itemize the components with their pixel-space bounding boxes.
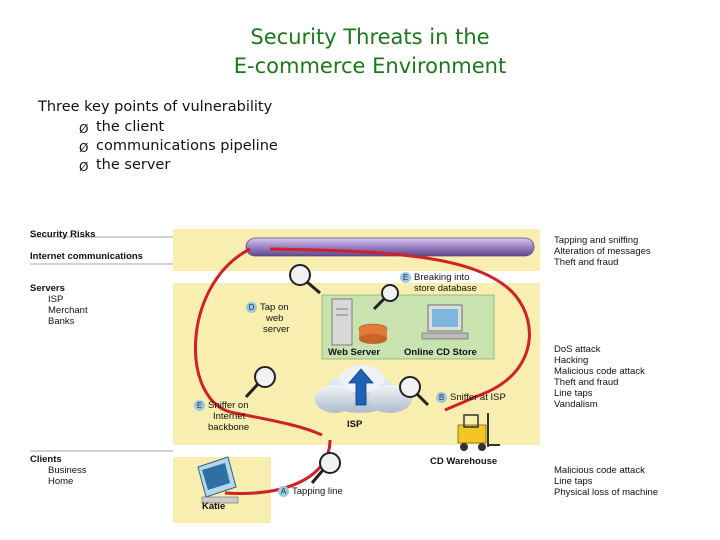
callout-d-tap-line2: web bbox=[266, 313, 284, 324]
magnifier-icon bbox=[244, 366, 276, 399]
label-katie: Katie bbox=[202, 501, 226, 512]
label-server-merchant: Merchant bbox=[48, 305, 88, 316]
callout-e-backbone-line2: Internet bbox=[213, 411, 246, 422]
risk-server-2: Hacking bbox=[554, 355, 589, 366]
magnifier-icon bbox=[372, 284, 399, 311]
risk-server-5: Line taps bbox=[554, 388, 593, 399]
label-clients: Clients bbox=[30, 454, 62, 465]
upload-arrow-icon bbox=[348, 368, 374, 406]
diagram-graphic bbox=[30, 229, 670, 523]
label-internet-communications: Internet communications bbox=[30, 251, 143, 262]
forklift-icon bbox=[457, 413, 500, 451]
vulnerability-heading: Three key points of vulnerability bbox=[38, 99, 273, 115]
risk-client-2: Line taps bbox=[554, 476, 593, 487]
computer-icon bbox=[197, 456, 239, 504]
callout-letter: D bbox=[246, 302, 257, 313]
callout-letter: B bbox=[436, 392, 447, 403]
callout-e-backbone-line3: backbone bbox=[208, 422, 250, 433]
risk-server-4: Theft and fraud bbox=[554, 377, 619, 388]
risk-server-1: DoS attack bbox=[554, 344, 601, 355]
label-server-banks: Banks bbox=[48, 316, 75, 327]
data-loop-right bbox=[269, 247, 531, 412]
risk-server-3: Malicious code attack bbox=[554, 366, 645, 377]
bullet-pipeline: communications pipeline bbox=[96, 138, 278, 154]
callout-letter: E bbox=[194, 400, 205, 411]
bullet-arrow-icon: Ø bbox=[79, 160, 89, 174]
slide-title-line-2: E-commerce Environment bbox=[233, 54, 507, 78]
label-client-home: Home bbox=[48, 476, 74, 487]
callout-e-store-line2: store database bbox=[414, 283, 477, 294]
label-server-isp: ISP bbox=[48, 294, 64, 305]
bullet-arrow-icon: Ø bbox=[79, 122, 89, 136]
magnifier-icon bbox=[310, 452, 341, 484]
bullet-client: the client bbox=[96, 119, 165, 135]
risk-internet-1: Tapping and sniffing bbox=[554, 235, 639, 246]
magnifier-icon bbox=[289, 264, 321, 295]
bullet-arrow-icon: Ø bbox=[79, 141, 89, 155]
security-diagram: Security Risks Internet communications S… bbox=[30, 225, 670, 523]
bullet-server: the server bbox=[96, 157, 171, 173]
risk-internet-3: Theft and fraud bbox=[554, 257, 619, 268]
server-icon bbox=[331, 298, 353, 346]
callout-d-tap-line3: server bbox=[263, 324, 290, 335]
risk-server-6: Vandalism bbox=[554, 399, 598, 410]
risk-client-1: Malicious code attack bbox=[554, 465, 645, 476]
risk-internet-2: Alteration of messages bbox=[554, 246, 651, 257]
magnifier-icon bbox=[399, 376, 430, 407]
label-client-business: Business bbox=[48, 465, 87, 476]
data-loop-client bbox=[224, 439, 332, 495]
label-servers: Servers bbox=[30, 283, 65, 294]
label-isp: ISP bbox=[347, 419, 363, 430]
label-web-server: Web Server bbox=[328, 347, 381, 358]
data-loop-left bbox=[194, 247, 323, 437]
risk-client-3: Physical loss of machine bbox=[554, 487, 659, 498]
callout-letter: E bbox=[400, 272, 411, 283]
slide-title-line-1: Security Threats in the bbox=[250, 25, 490, 49]
label-cd-warehouse: CD Warehouse bbox=[430, 456, 498, 467]
label-security-risks: Security Risks bbox=[30, 229, 96, 240]
callout-letter: A bbox=[278, 486, 289, 497]
label-online-cd-store: Online CD Store bbox=[404, 347, 477, 358]
